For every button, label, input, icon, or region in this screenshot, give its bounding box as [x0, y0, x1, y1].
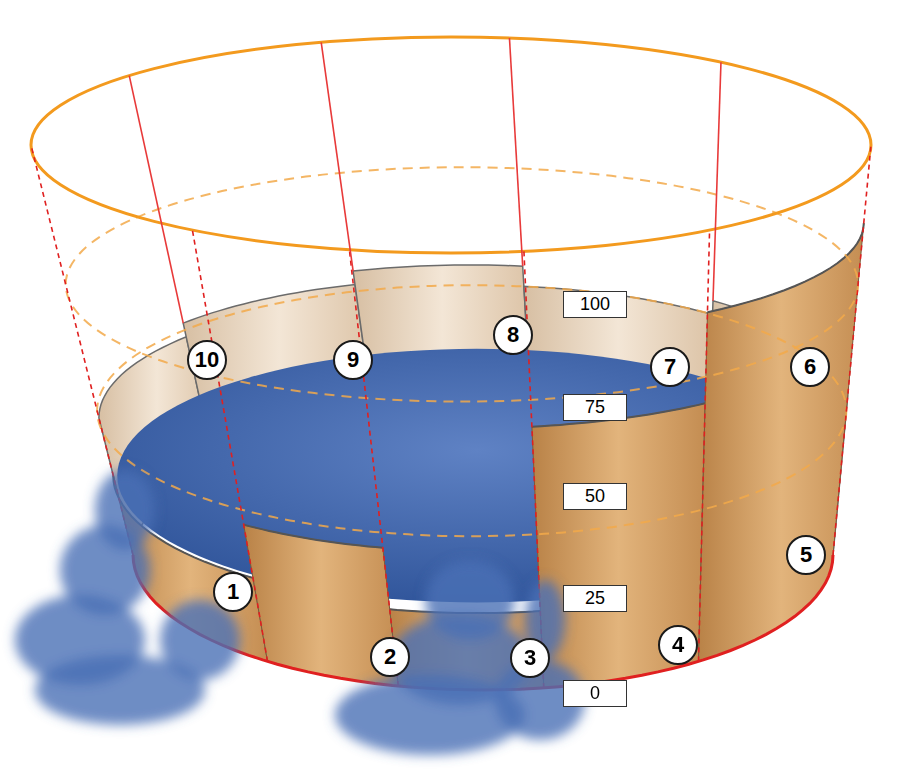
scale-value: 100 — [580, 295, 610, 313]
scale-value: 0 — [590, 684, 600, 702]
stave-top-edge — [244, 525, 383, 548]
full-barrel-rim — [31, 37, 871, 253]
callout-text: 4 — [672, 634, 684, 656]
callout-text: 8 — [507, 324, 519, 346]
stave-guide-line — [713, 62, 721, 301]
callout-number: 1 — [213, 572, 253, 612]
callout-text: 1 — [227, 581, 239, 603]
callout-text: 2 — [384, 646, 396, 668]
stave-guide-line — [698, 230, 709, 661]
water-spill — [335, 675, 525, 755]
scale-value: 25 — [585, 589, 605, 607]
level-ring — [66, 167, 858, 401]
callout-number: 10 — [187, 340, 227, 380]
callout-text: 10 — [195, 349, 219, 371]
stave-guide-line — [509, 38, 522, 266]
scale-mark: 75 — [563, 394, 627, 421]
callout-text: 5 — [800, 544, 812, 566]
callout-number: 9 — [333, 340, 373, 380]
callout-number: 5 — [786, 535, 826, 575]
callout-number: 7 — [650, 347, 690, 387]
scale-mark: 100 — [563, 291, 627, 318]
callout-text: 9 — [347, 349, 359, 371]
callout-number: 3 — [510, 638, 550, 678]
scale-mark: 0 — [563, 680, 627, 707]
level-ring — [97, 285, 846, 536]
callout-text: 6 — [804, 356, 816, 378]
callout-number: 6 — [790, 347, 830, 387]
callout-number: 4 — [658, 625, 698, 665]
stave-guide-line — [833, 145, 871, 555]
stave-top-edge — [708, 223, 864, 312]
callout-number: 8 — [493, 315, 533, 355]
stave-guide-line — [129, 76, 183, 324]
stave-guide-line — [349, 250, 398, 686]
callout-text: 7 — [664, 356, 676, 378]
scale-value: 75 — [585, 398, 605, 416]
scale-mark: 25 — [563, 585, 627, 612]
scale-value: 50 — [585, 487, 605, 505]
callout-number: 2 — [370, 637, 410, 677]
scale-mark: 50 — [563, 483, 627, 510]
front-stave — [699, 223, 864, 661]
water-spill — [160, 600, 240, 680]
stave-guide-line — [192, 230, 267, 661]
callout-text: 3 — [524, 647, 536, 669]
stave-guide-line — [321, 42, 353, 271]
